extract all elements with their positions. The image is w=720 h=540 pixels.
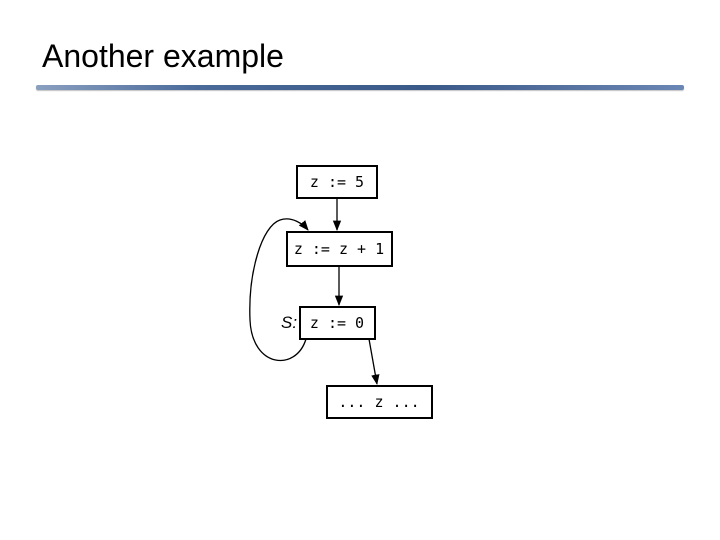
edge-back-n3-to-n2 xyxy=(249,218,309,362)
node-assign-z-5: z := 5 xyxy=(296,165,378,199)
edge-n3-to-n4 xyxy=(368,338,380,386)
node-reset-z: z := 0 S: xyxy=(281,306,376,340)
slide-title: Another example xyxy=(42,38,284,74)
node-reset-z-label: S: xyxy=(281,313,297,332)
node-increment-z-text: z := z + 1 xyxy=(294,240,384,258)
node-reset-z-text: z := 0 xyxy=(310,314,364,332)
node-increment-z: z := z + 1 xyxy=(286,231,393,267)
node-use-z-text: ... z ... xyxy=(338,393,419,411)
title-underline xyxy=(36,85,684,90)
node-assign-z-5-text: z := 5 xyxy=(310,173,364,191)
node-use-z: ... z ... xyxy=(326,385,433,419)
